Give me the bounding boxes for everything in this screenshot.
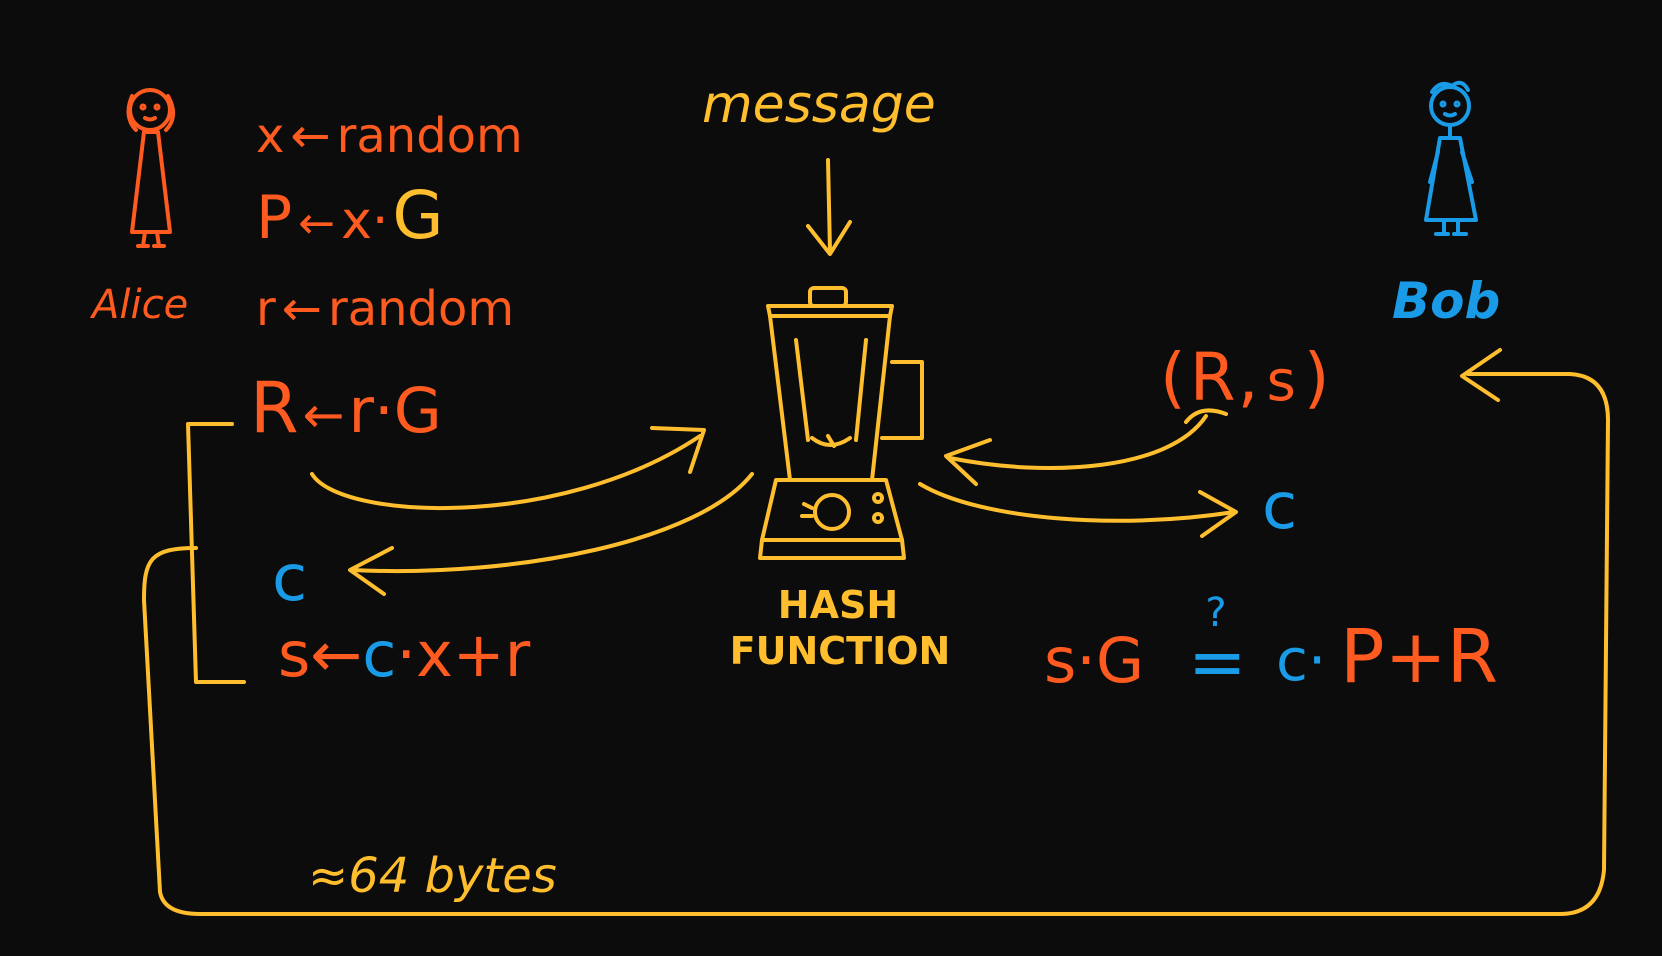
alice-c-label: c: [272, 542, 307, 616]
bob-figure: [1424, 80, 1478, 236]
bob-c-label: c: [1262, 470, 1297, 544]
hash-line2: FUNCTION: [730, 629, 951, 673]
svg-text:(R,s): (R,s): [1160, 339, 1330, 416]
step-r-arrow: ←: [282, 281, 322, 337]
message-label: message: [702, 75, 936, 135]
arrow-hash-to-bob-c: [918, 482, 1238, 538]
step-p-var: P: [256, 183, 292, 253]
bob-signature: (R,s): [1160, 339, 1330, 416]
svg-text:R←r·G: R←r·G: [250, 367, 442, 449]
step-r-var: r: [256, 281, 276, 337]
s-c: c: [362, 618, 396, 691]
arrow-alice-to-hash: [310, 426, 706, 511]
alice-figure: [126, 88, 175, 248]
sig-R: R: [1190, 339, 1236, 416]
arrow-hash-to-alice-c: [348, 472, 754, 596]
transmission-loop: [142, 348, 1610, 916]
size-note-label: ≈64 bytes: [308, 848, 557, 904]
step-r-random: r←random: [256, 281, 514, 337]
svg-text:s←c·x+r: s←c·x+r: [278, 618, 531, 691]
step-R-var: R: [250, 367, 299, 449]
sig-close: ): [1304, 339, 1330, 416]
alice-name-label: Alice: [89, 282, 188, 328]
verify-rhs: P+R: [1340, 614, 1498, 700]
blender-icon: [758, 286, 924, 560]
s-rest: ·x+r: [396, 618, 530, 691]
verify-question: ?: [1205, 590, 1226, 636]
bob-verify-equation: s·G ? = c· P+R: [1044, 590, 1498, 703]
step-p-rhs-g: G: [392, 177, 443, 254]
verify-c: c·: [1276, 626, 1326, 694]
step-x-var: x: [256, 108, 284, 164]
step-R-rg: R←r·G: [250, 367, 442, 449]
alice-steps: x←random P←x·G r←random R←r·G: [250, 108, 523, 449]
step-x-arrow: ←: [290, 108, 330, 164]
svg-text:r←random: r←random: [256, 281, 514, 337]
sig-comma: ,: [1238, 339, 1259, 416]
alice-bracket: [186, 422, 246, 684]
step-p-xg: P←x·G: [256, 177, 444, 254]
sig-open: (: [1160, 339, 1186, 416]
bob-name-label: Bob: [1392, 272, 1500, 330]
step-p-arrow: ←: [298, 198, 335, 249]
verify-lhs: s·G: [1044, 624, 1144, 697]
hash-line1: HASH: [778, 583, 898, 627]
s-lhs: s←: [278, 618, 362, 691]
svg-text:P←x·G: P←x·G: [256, 177, 444, 254]
message-arrow: [806, 158, 852, 256]
step-r-rhs: random: [328, 281, 514, 337]
step-R-rhs: r·G: [349, 374, 442, 447]
arrow-bob-R-to-hash: [944, 408, 1228, 486]
alice-s-formula: s←c·x+r: [278, 618, 531, 691]
svg-text:x←random: x←random: [256, 108, 523, 164]
sig-s: s: [1267, 349, 1296, 414]
verify-equals: =: [1188, 621, 1247, 703]
step-R-arrow: ←: [303, 386, 345, 444]
step-x-rhs: random: [337, 108, 523, 164]
step-x-random: x←random: [256, 108, 523, 164]
step-p-rhs: x·: [341, 191, 388, 251]
